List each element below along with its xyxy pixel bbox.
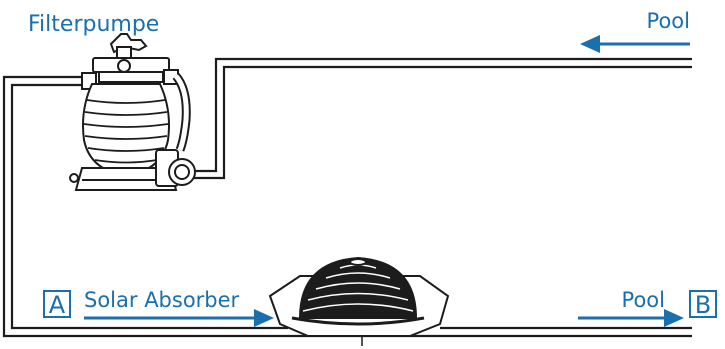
pipe-left-inner (10, 83, 288, 330)
label-pool-top: Pool (647, 9, 690, 33)
marker-b-letter: B (695, 291, 711, 319)
absorber-icon (268, 256, 450, 346)
pump-icon (69, 33, 196, 191)
arrow-right-icon (84, 309, 274, 327)
label-solar-absorber: Solar Absorber (84, 288, 240, 312)
marker-a-letter: A (49, 291, 66, 319)
label-filterpumpe: Filterpumpe (28, 12, 159, 37)
arrow-right-icon (578, 309, 684, 327)
pipe-top-outer (186, 57, 692, 173)
marker-a: A (43, 290, 71, 319)
pipe-top-inner (186, 65, 692, 180)
flow-arrows (84, 35, 690, 327)
label-pool-bottom: Pool (622, 288, 665, 312)
pipe-network (2, 57, 692, 338)
arrow-left-icon (580, 35, 690, 53)
marker-b: B (689, 290, 717, 319)
